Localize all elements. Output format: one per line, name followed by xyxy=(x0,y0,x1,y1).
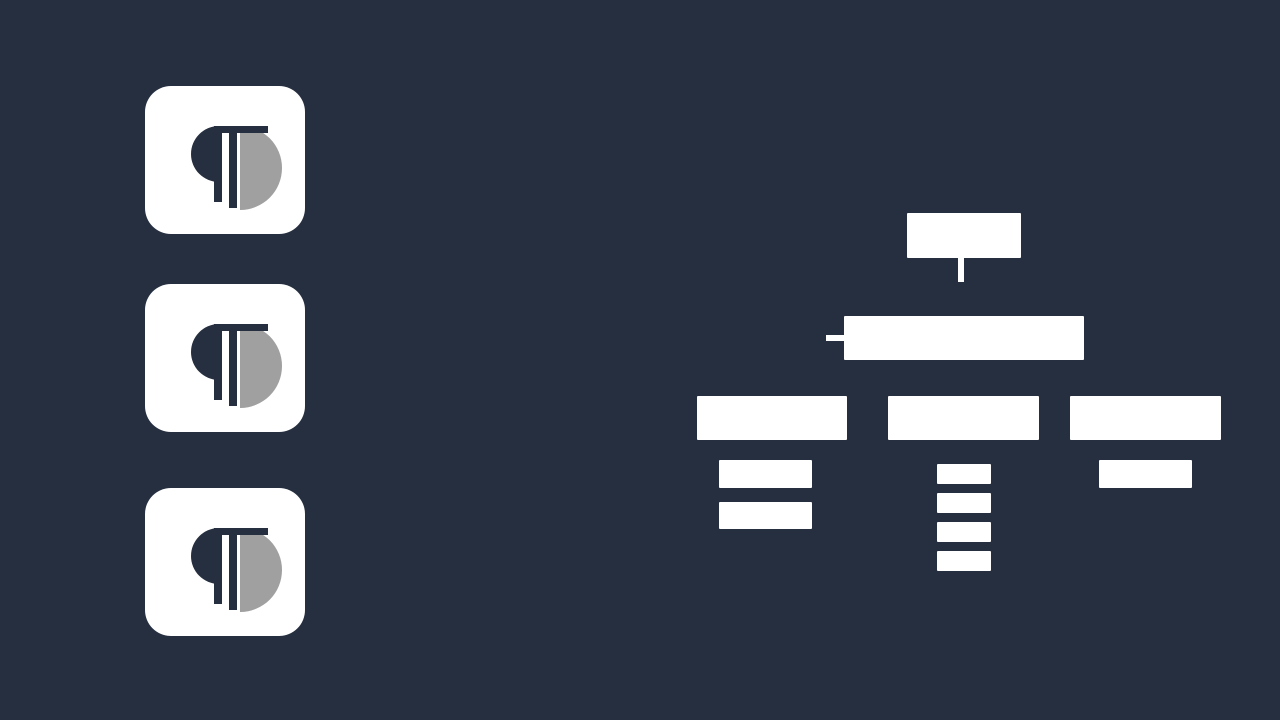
app-icon-tile-3[interactable] xyxy=(145,488,305,636)
diagram-leaf-node xyxy=(937,551,991,571)
paragraph-pilcrow-icon xyxy=(191,126,282,210)
diagram-connector-side xyxy=(826,335,844,341)
diagram-branch-node-center xyxy=(888,396,1039,440)
paragraph-pilcrow-icon xyxy=(191,324,282,408)
diagram-leaf-node xyxy=(937,493,991,513)
diagram-branch-node-left xyxy=(697,396,847,440)
app-icon-tile-1[interactable] xyxy=(145,86,305,234)
diagram-root-node xyxy=(907,213,1021,258)
diagram-second-level-node xyxy=(844,316,1084,360)
diagram-leaf-node xyxy=(937,522,991,542)
diagram-leaf-node xyxy=(719,460,812,488)
paragraph-pilcrow-icon xyxy=(191,528,282,612)
diagram-connector-root xyxy=(958,258,964,282)
diagram-branch-node-right xyxy=(1070,396,1221,440)
app-icon-tile-2[interactable] xyxy=(145,284,305,432)
diagram-leaf-node xyxy=(719,502,812,529)
diagram-leaf-node xyxy=(937,464,991,484)
diagram-leaf-node xyxy=(1099,460,1192,488)
